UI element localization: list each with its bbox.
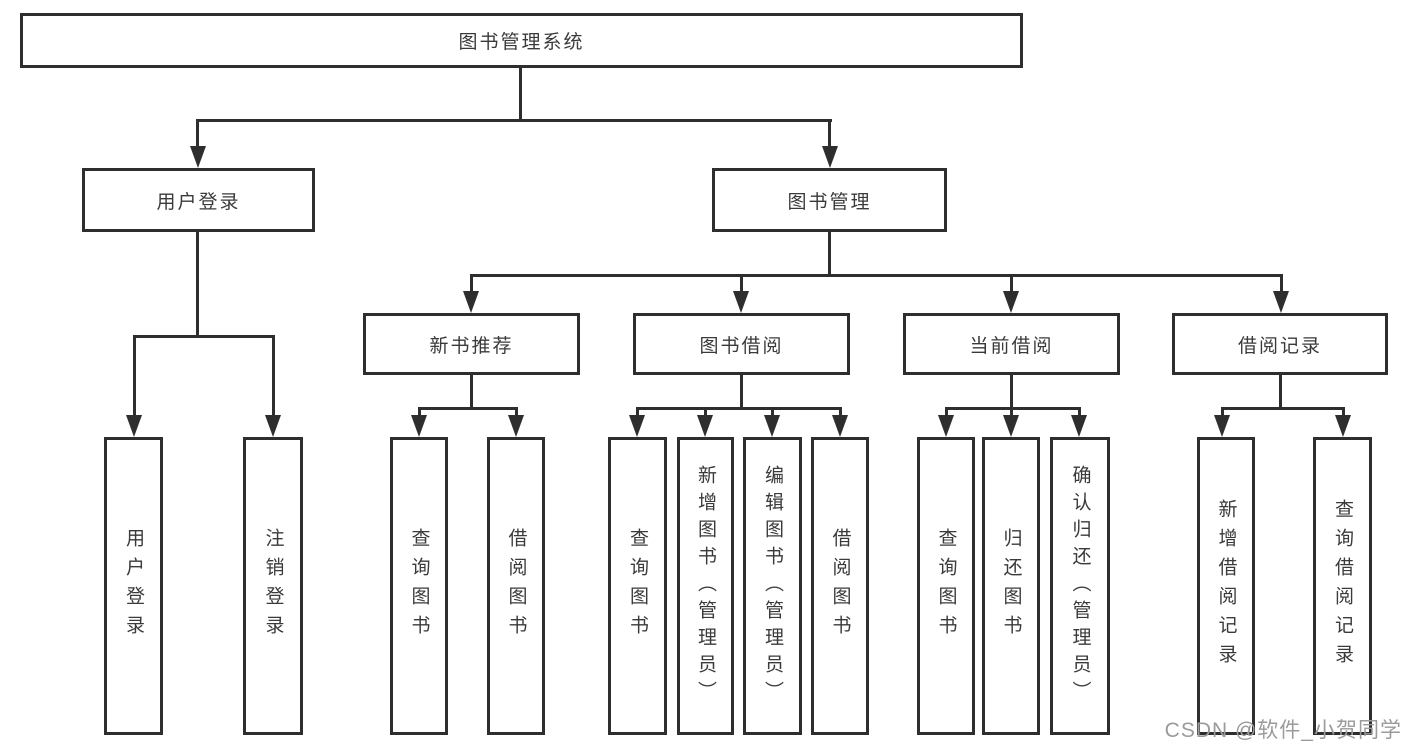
- connector-line: [418, 407, 421, 418]
- connector-line: [515, 407, 518, 418]
- leaf-query-books-recommend-label: 查询图书: [408, 528, 430, 644]
- leaf-user-login: 用户登录: [104, 437, 163, 735]
- node-borrow-records-label: 借阅记录: [1237, 335, 1322, 357]
- node-new-book-recommend-label: 新书推荐: [429, 335, 514, 357]
- arrow-down-icon: [764, 415, 780, 437]
- watermark: CSDN @软件_小贺同学: [1164, 719, 1402, 742]
- arrow-down-icon: [126, 415, 142, 437]
- arrow-down-icon: [1273, 291, 1289, 313]
- connector-line: [945, 407, 1081, 410]
- leaf-query-books-current: 查询图书: [917, 437, 975, 735]
- leaf-query-books-current-label: 查询图书: [935, 528, 957, 644]
- arrow-down-icon: [508, 415, 524, 437]
- arrow-down-icon: [265, 415, 281, 437]
- connector-line: [133, 335, 275, 338]
- connector-line: [470, 274, 1282, 277]
- node-book-borrow-label: 图书借阅: [699, 335, 784, 357]
- arrow-down-icon: [733, 291, 749, 313]
- leaf-borrow-books-label: 借阅图书: [829, 528, 851, 644]
- connector-line: [470, 274, 473, 295]
- leaf-return-book: 归还图书: [982, 437, 1040, 735]
- leaf-confirm-return-admin-label: 确认归还（管理员）: [1069, 464, 1091, 708]
- connector-line: [636, 407, 842, 410]
- node-borrow-records: 借阅记录: [1172, 313, 1388, 375]
- arrow-down-icon: [938, 415, 954, 437]
- arrow-down-icon: [1003, 415, 1019, 437]
- connector-line: [945, 407, 948, 418]
- connector-line: [1279, 375, 1282, 410]
- leaf-edit-book-admin-label: 编辑图书（管理员）: [762, 464, 783, 708]
- connector-line: [1280, 274, 1283, 295]
- node-book-management-label: 图书管理: [787, 191, 872, 213]
- leaf-logout-label: 注销登录: [262, 528, 284, 644]
- connector-line: [196, 119, 199, 150]
- connector-line: [1010, 274, 1013, 295]
- arrow-down-icon: [822, 146, 838, 168]
- connector-line: [1221, 407, 1224, 418]
- node-book-borrow: 图书借阅: [633, 313, 850, 375]
- arrow-down-icon: [190, 146, 206, 168]
- connector-line: [828, 119, 831, 150]
- connector-line: [740, 375, 743, 410]
- leaf-borrow-books-recommend-label: 借阅图书: [505, 528, 527, 644]
- node-book-management: 图书管理: [712, 168, 947, 232]
- node-current-borrow: 当前借阅: [903, 313, 1120, 375]
- connector-line: [704, 407, 707, 418]
- connector-line: [418, 407, 518, 410]
- connector-line: [1010, 375, 1013, 410]
- connector-line: [839, 407, 842, 418]
- node-current-borrow-label: 当前借阅: [969, 335, 1054, 357]
- connector-line: [828, 232, 831, 277]
- leaf-query-books-borrow-label: 查询图书: [627, 528, 648, 644]
- node-new-book-recommend: 新书推荐: [363, 313, 580, 375]
- leaf-edit-book-admin: 编辑图书（管理员）: [743, 437, 802, 735]
- connector-line: [196, 232, 199, 337]
- arrow-down-icon: [832, 415, 848, 437]
- node-root: 图书管理系统: [20, 13, 1023, 68]
- leaf-add-borrow-record-label: 新增借阅记录: [1215, 499, 1237, 673]
- leaf-logout: 注销登录: [243, 437, 303, 735]
- arrow-down-icon: [1214, 415, 1230, 437]
- leaf-add-book-admin: 新增图书（管理员）: [677, 437, 734, 735]
- connector-line: [519, 68, 522, 122]
- leaf-query-books-recommend: 查询图书: [390, 437, 448, 735]
- leaf-confirm-return-admin: 确认归还（管理员）: [1050, 437, 1110, 735]
- leaf-query-borrow-record-label: 查询借阅记录: [1332, 499, 1353, 673]
- arrow-down-icon: [629, 415, 645, 437]
- connector-line: [133, 335, 136, 419]
- leaf-add-borrow-record: 新增借阅记录: [1197, 437, 1255, 735]
- arrow-down-icon: [697, 415, 713, 437]
- connector-line: [470, 375, 473, 410]
- arrow-down-icon: [463, 291, 479, 313]
- leaf-user-login-label: 用户登录: [123, 528, 144, 644]
- node-root-label: 图书管理系统: [458, 32, 585, 53]
- leaf-return-book-label: 归还图书: [1000, 528, 1022, 644]
- node-user-login-label: 用户登录: [156, 191, 241, 213]
- arrow-down-icon: [1335, 415, 1351, 437]
- connector-line: [740, 274, 743, 295]
- connector-line: [771, 407, 774, 418]
- connector-line: [196, 119, 832, 122]
- connector-line: [272, 335, 275, 419]
- connector-line: [1221, 407, 1345, 410]
- connector-line: [1342, 407, 1345, 418]
- arrow-down-icon: [411, 415, 427, 437]
- leaf-add-book-admin-label: 新增图书（管理员）: [695, 464, 716, 708]
- connector-line: [1078, 407, 1081, 418]
- connector-line: [1010, 407, 1013, 418]
- leaf-query-books-borrow: 查询图书: [608, 437, 667, 735]
- arrow-down-icon: [1071, 415, 1087, 437]
- connector-line: [636, 407, 639, 418]
- arrow-down-icon: [1003, 291, 1019, 313]
- leaf-borrow-books-recommend: 借阅图书: [487, 437, 545, 735]
- leaf-borrow-books: 借阅图书: [811, 437, 869, 735]
- leaf-query-borrow-record: 查询借阅记录: [1313, 437, 1372, 735]
- node-user-login: 用户登录: [82, 168, 315, 232]
